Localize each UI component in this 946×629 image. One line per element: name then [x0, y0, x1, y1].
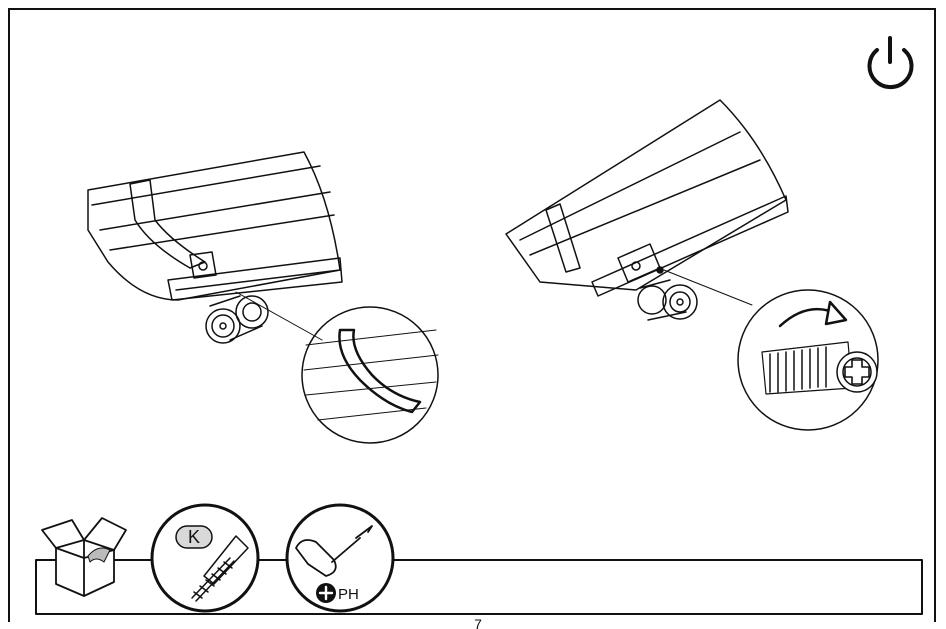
page-frame	[8, 8, 936, 622]
phillips-screwdriver-icon	[285, 503, 395, 613]
page-number: 7	[474, 616, 482, 629]
zoom-detail-screw	[737, 289, 879, 431]
part-letter-label: K	[188, 527, 200, 547]
power-icon	[867, 36, 914, 89]
clockwise-arrow-icon	[778, 300, 848, 328]
mower-underside-right	[505, 99, 789, 321]
driver-type-label: PH	[338, 586, 359, 603]
screw-k-icon	[150, 503, 260, 613]
mower-underside-left	[87, 151, 343, 344]
zoom-detail-left	[301, 306, 439, 444]
open-box-icon	[41, 517, 127, 597]
tools-bar	[35, 559, 923, 615]
